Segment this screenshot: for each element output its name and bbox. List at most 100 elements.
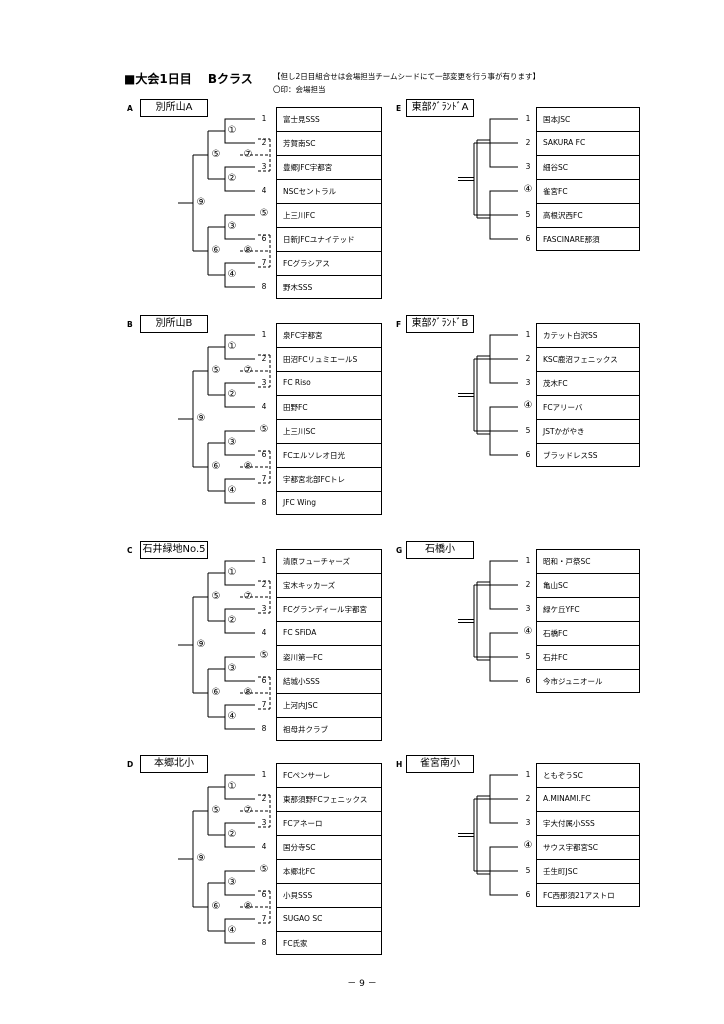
match-label: ③ — [227, 437, 237, 448]
match-label: ⑨ — [196, 853, 206, 864]
team-name: 宇大付属小SSS — [543, 819, 595, 828]
match-label: ⑤ — [211, 591, 221, 602]
team-row: JFC Wing — [277, 492, 381, 516]
team-number: 5 — [525, 866, 531, 875]
team-name: 泉FC宇都宮 — [283, 331, 323, 340]
team-name: FCペンサーレ — [283, 771, 331, 780]
match-label: ③ — [227, 221, 237, 232]
team-number: 1 — [261, 114, 267, 123]
team-number: ④ — [523, 840, 533, 851]
team-row: 田野FC — [277, 396, 381, 420]
team-row: 宝木キッカーズ — [277, 574, 381, 598]
team-row: 日新JFCユナイテッド — [277, 228, 381, 252]
team-number: 3 — [261, 818, 267, 827]
team-number: 1 — [261, 330, 267, 339]
team-number: 6 — [525, 676, 531, 685]
team-name: 雀宮FC — [543, 187, 568, 196]
group-venue-name: 別所山B — [140, 315, 208, 333]
match-label: ⑦ — [243, 805, 253, 816]
team-row: 細谷SC — [537, 156, 639, 180]
team-name: 上三川FC — [283, 211, 316, 220]
match-label: ③ — [227, 877, 237, 888]
group-venue-name: 石橋小 — [406, 541, 474, 559]
team-row: 昭和・戸祭SC — [537, 550, 639, 574]
team-row: 芳賀南SC — [277, 132, 381, 156]
match-label: ④ — [227, 711, 237, 722]
team-number: 2 — [525, 580, 531, 589]
team-name: JSTかがやき — [543, 427, 585, 436]
team-number: 8 — [261, 938, 267, 947]
team-number: 7 — [261, 474, 267, 483]
match-label: ⑤ — [211, 149, 221, 160]
team-name: FCグランディール宇都宮 — [283, 605, 368, 614]
team-name: 国分寺SC — [283, 843, 316, 852]
team-name: ブラッドレスSS — [543, 451, 598, 460]
team-row: NSCセントラル — [277, 180, 381, 204]
team-row: 豊郷JFC宇都宮 — [277, 156, 381, 180]
team-number: 3 — [525, 162, 531, 171]
team-name: サウス宇都宮SC — [543, 843, 598, 852]
team-number: 2 — [525, 794, 531, 803]
team-name: JFC Wing — [283, 498, 316, 507]
page-header-sub: 〇印：会場担当 — [273, 85, 326, 94]
team-row: 本郷北FC — [277, 860, 381, 884]
team-row: 上三川SC — [277, 420, 381, 444]
team-row: FASCINARE那須 — [537, 228, 639, 252]
team-name: 小貝SSS — [283, 891, 313, 900]
team-number: 1 — [525, 770, 531, 779]
team-number: 6 — [525, 234, 531, 243]
team-name: 豊郷JFC宇都宮 — [283, 163, 333, 172]
team-row: 祖母井クラブ — [277, 718, 381, 742]
team-name: 今市ジュニオール — [543, 677, 603, 686]
match-label: ⑥ — [211, 245, 221, 256]
team-name: A.MINAMI.FC — [543, 794, 591, 803]
group-letter: H — [396, 760, 403, 769]
team-name: FASCINARE那須 — [543, 235, 600, 244]
team-number: 8 — [261, 282, 267, 291]
group-venue-name: 別所山A — [140, 99, 208, 117]
team-number: 4 — [261, 186, 267, 195]
match-label: ④ — [227, 485, 237, 496]
group-venue-name: 石井緑地No.5 — [140, 541, 208, 559]
team-name: 東那須野FCフェニックス — [283, 795, 368, 804]
match-label: ⑤ — [211, 805, 221, 816]
team-row: JSTかがやき — [537, 420, 639, 444]
team-number: 3 — [261, 378, 267, 387]
team-name: 亀山SC — [543, 581, 568, 590]
team-row: FC SFiDA — [277, 622, 381, 646]
team-number: ④ — [523, 400, 533, 411]
team-row: FCグランディール宇都宮 — [277, 598, 381, 622]
page-header-note: 【但し2日目組合せは会場担当チームシードにて一部変更を行う事が有ります】 — [273, 72, 541, 81]
match-label: ① — [227, 125, 237, 136]
team-row: 姿川第一FC — [277, 646, 381, 670]
team-row: 田沼FCリュミエールS — [277, 348, 381, 372]
team-number: ⑤ — [259, 650, 269, 661]
team-number: 6 — [261, 450, 267, 459]
team-name: SUGAO SC — [283, 914, 323, 923]
group-venue-name: 東部ｸﾞﾗﾝﾄﾞA — [406, 99, 474, 117]
team-name: 上河内JSC — [283, 701, 318, 710]
team-number: 1 — [525, 556, 531, 565]
team-row: 雀宮FC — [537, 180, 639, 204]
team-name: 緑ケ丘YFC — [543, 605, 580, 614]
group-letter: D — [127, 760, 134, 769]
team-number: 1 — [525, 114, 531, 123]
match-label: ② — [227, 615, 237, 626]
team-name: SAKURA FC — [543, 138, 586, 147]
team-row: 亀山SC — [537, 574, 639, 598]
match-label: ⑧ — [243, 245, 253, 256]
team-row: FCエルソレオ日光 — [277, 444, 381, 468]
match-label: ⑨ — [196, 639, 206, 650]
team-row: FCペンサーレ — [277, 764, 381, 788]
team-name: 宇都宮北部FCトレ — [283, 475, 346, 484]
match-label: ⑦ — [243, 591, 253, 602]
team-name: 本郷北FC — [283, 867, 316, 876]
team-name: FC氏家 — [283, 939, 308, 948]
